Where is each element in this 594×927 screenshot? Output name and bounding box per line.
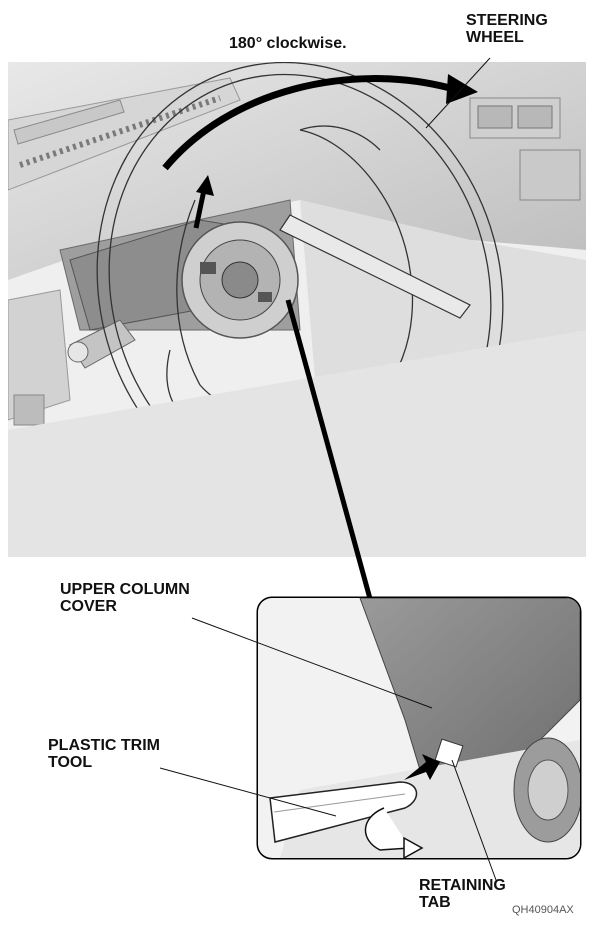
figure-code: QH40904AX <box>512 904 574 916</box>
upper-column-cover-label-line2: COVER <box>60 598 117 615</box>
plastic-trim-tool-label-line2: TOOL <box>48 754 92 771</box>
main-scene <box>8 9 586 566</box>
steering-wheel-label-line1: STEERING <box>466 12 548 29</box>
inset-detail <box>258 598 582 858</box>
rotation-label: 180° clockwise. <box>229 35 347 52</box>
retaining-tab-label-line2: TAB <box>419 894 451 911</box>
plastic-trim-tool-label-line1: PLASTIC TRIM <box>48 737 160 754</box>
steering-wheel-label-line2: WHEEL <box>466 29 524 46</box>
retaining-tab-label-line1: RETAINING <box>419 877 506 894</box>
upper-column-cover-label-line1: UPPER COLUMN <box>60 581 190 598</box>
